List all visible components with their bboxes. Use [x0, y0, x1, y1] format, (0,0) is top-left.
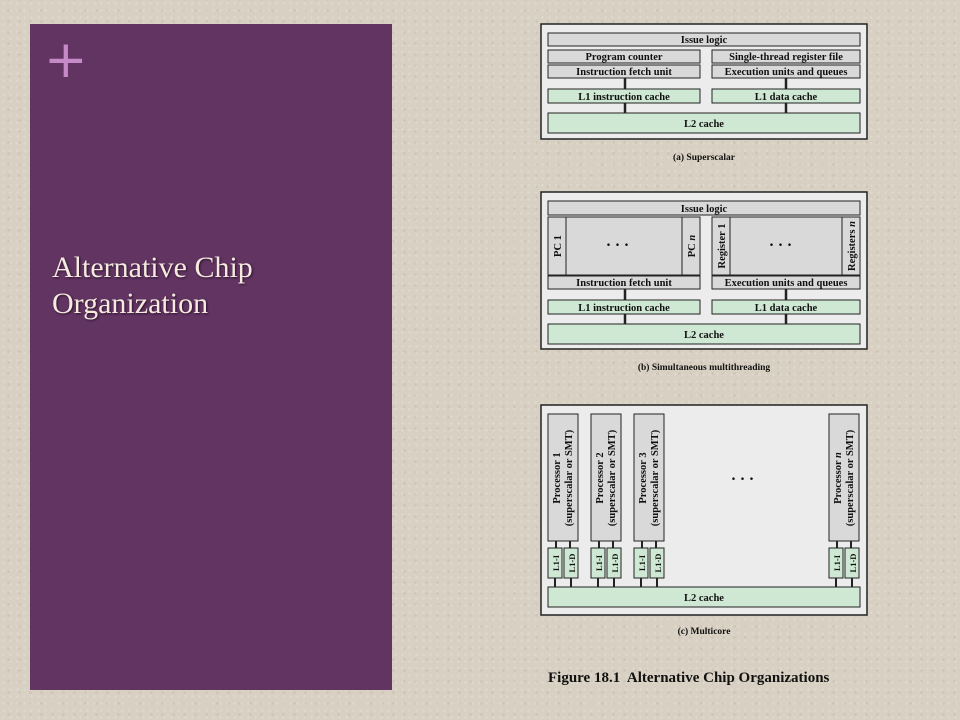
c-p1-label: Processor 1 — [552, 452, 563, 503]
c-p2-l1d-label: L1-D — [610, 554, 620, 573]
b-issue-logic-label: Issue logic — [681, 204, 728, 215]
c-p1-l1i-label: L1-I — [551, 554, 561, 571]
c-p1-l1d-label: L1-D — [567, 554, 577, 573]
b-caption: (b) Simultaneous multithreading — [638, 362, 771, 373]
b-pc1-box — [547, 216, 567, 276]
c-p3-label: Processor 3 — [638, 452, 649, 503]
c-pn-label: Processor n — [833, 452, 844, 504]
c-p2-l1i-label: L1-I — [594, 554, 604, 571]
b-register-region — [711, 216, 861, 276]
b-pc-ellipsis: ... — [607, 233, 634, 250]
b-fetch-unit-label: Instruction fetch unit — [576, 278, 672, 289]
b-pc-region — [547, 216, 701, 276]
a-program-counter-box — [547, 49, 701, 64]
b-reg1-label: Register 1 — [717, 224, 728, 269]
a-l1-dcache-label: L1 data cache — [755, 92, 818, 103]
c-pn-sublabel: (superscalar or SMT) — [845, 429, 856, 526]
a-l1-icache-label: L1 instruction cache — [578, 92, 670, 103]
b-l1-icache-label: L1 instruction cache — [578, 303, 670, 314]
c-processor1-box — [547, 413, 579, 542]
a-l2-cache-box — [547, 112, 861, 134]
c-p3-sublabel: (superscalar or SMT) — [650, 429, 661, 526]
c-processorn-box — [828, 413, 860, 542]
b-reg-ellipsis: ... — [770, 233, 797, 250]
c-caption: (c) Multicore — [678, 626, 731, 637]
a-caption: (a) Superscalar — [673, 152, 736, 163]
c-pn-l1d-label: L1-D — [848, 554, 858, 573]
plus-icon: + — [44, 30, 88, 90]
b-pcn-n: n — [687, 235, 698, 241]
a-l2-cache-label: L2 cache — [684, 119, 724, 130]
b-pcn-label: PC n — [687, 235, 698, 258]
b-regn-prefix: Registers — [847, 227, 858, 271]
b-issue-logic-box — [547, 200, 861, 216]
a-fetch-unit-label: Instruction fetch unit — [576, 67, 672, 78]
b-reg1-box — [711, 216, 731, 276]
c-p2-label: Processor 2 — [595, 452, 606, 503]
title-panel — [30, 24, 392, 690]
slide-title-line1: Alternative Chip — [52, 251, 253, 284]
c-pn-prefix: Processor — [833, 458, 844, 504]
a-exec-units-label: Execution units and queues — [725, 67, 848, 78]
b-l2-cache-label: L2 cache — [684, 330, 724, 341]
a-issue-logic-label: Issue logic — [681, 35, 728, 46]
c-ellipsis: ... — [732, 467, 759, 484]
c-p1-sublabel: (superscalar or SMT) — [564, 429, 575, 526]
b-regn-n: n — [847, 221, 858, 227]
b-regn-label: Registers n — [847, 221, 858, 271]
chip-organization-diagram: Issue logic Program counter Instruction … — [540, 23, 868, 637]
b-exec-units-label: Execution units and queues — [725, 278, 848, 289]
c-pn-l1i-label: L1-I — [832, 554, 842, 571]
a-issue-logic-box — [547, 32, 861, 47]
c-processor3-box — [633, 413, 665, 542]
b-l2-cache-box — [547, 323, 861, 345]
b-l1-dcache-label: L1 data cache — [755, 303, 818, 314]
figure-caption: Figure 18.1 Alternative Chip Organizatio… — [548, 670, 830, 686]
b-regn-box — [841, 216, 861, 276]
b-pcn-prefix: PC — [687, 241, 698, 258]
multicore-frame — [540, 404, 868, 616]
c-l2-cache-label: L2 cache — [684, 593, 724, 604]
a-register-file-label: Single-thread register file — [729, 52, 843, 63]
c-p2-sublabel: (superscalar or SMT) — [607, 429, 618, 526]
slide-title: Alternative Chip Organization — [52, 250, 372, 322]
b-pc1-label: PC 1 — [553, 235, 564, 257]
a-register-file-box — [711, 49, 861, 64]
c-processor2-box — [590, 413, 622, 542]
c-p3-l1i-label: L1-I — [637, 554, 647, 571]
b-pcn-box — [681, 216, 701, 276]
c-pn-n: n — [833, 452, 844, 458]
a-program-counter-label: Program counter — [585, 52, 662, 63]
slide-title-line2: Organization — [52, 287, 209, 320]
c-p3-l1d-label: L1-D — [653, 554, 663, 573]
c-l2-cache-box — [547, 586, 861, 608]
